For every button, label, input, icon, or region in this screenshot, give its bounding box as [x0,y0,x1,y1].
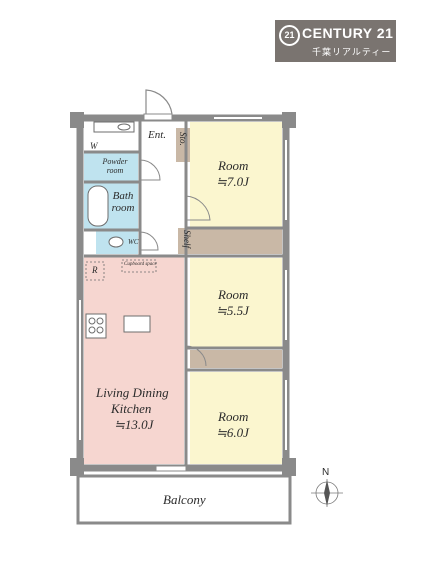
entrance-floor [142,122,172,148]
bathtub [87,185,109,227]
room3-size: ≒6.0J [216,425,249,440]
w-label: W [90,141,98,151]
ldk-name-line2: Kitchen [111,401,152,416]
room2-name: Room [218,287,249,302]
storage-mid [190,350,282,368]
company-badge: 21 CENTURY 21 千葉リアルティー [275,20,396,62]
kitchen-island [123,315,151,333]
shelf-storage [178,228,282,254]
room1-name: Room [218,158,249,173]
room3-floor [190,372,282,464]
balcony-label: Balcony [163,492,206,507]
compass-rose-icon [311,479,343,507]
room1-floor [190,122,282,227]
room3-name: Room [218,409,249,424]
balcony-area [76,474,292,525]
toilet [108,236,124,248]
powder-room-label: Powder room [102,157,128,175]
sto-label: Sto. [178,132,188,146]
kitchen-counter [85,313,107,339]
room2-floor [190,258,282,348]
r-label: R [92,265,98,275]
entrance-label: Ent. [148,129,167,141]
compass-north-label: N [322,467,330,478]
room2-size: ≒5.5J [216,303,249,318]
ldk-name-line1: Living Dining [96,385,169,400]
brand-name: CENTURY 21 [302,25,394,41]
wc-label: WC [128,238,139,246]
ldk-floor [84,256,184,464]
room1-size: ≒7.0J [216,174,249,189]
bath-room-label: Bath room [111,190,135,214]
ldk-size: ≒13.0J [114,417,154,432]
cupboard-label: Cupboard space [124,262,157,267]
powder-floor [84,152,138,182]
century21-logo-icon: 21 [279,25,300,46]
shelf-label: Shelf [182,230,192,248]
store-name: 千葉リアルティー [312,48,392,58]
